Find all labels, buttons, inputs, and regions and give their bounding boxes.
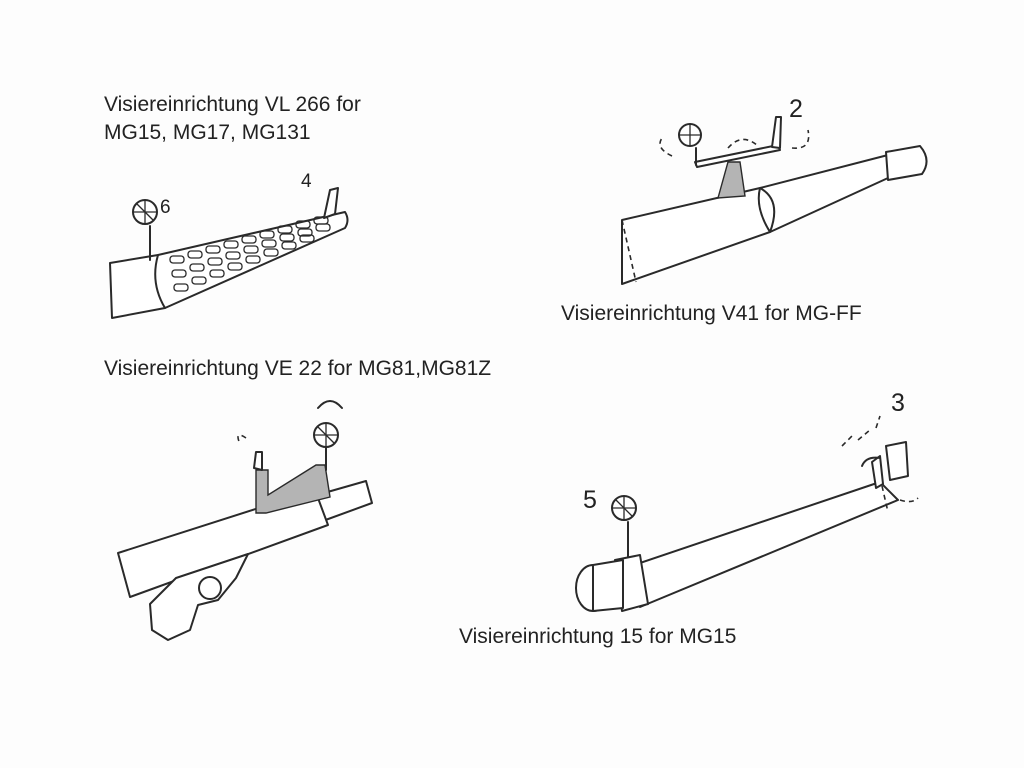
ve22-rotate-arrow-right [317, 400, 343, 409]
v41-fold-arrow-left [659, 137, 673, 157]
v41-caption: Visiereinrichtung V41 for MG-FF [561, 302, 862, 325]
part-number-5: 5 [583, 486, 597, 514]
part-number-4: 4 [301, 171, 312, 192]
ve22-drawing [117, 400, 373, 641]
mg15-caption: Visiereinrichtung 15 for MG15 [459, 625, 737, 648]
ve22-ring-sight [313, 422, 339, 471]
v41-sight-mount [717, 161, 746, 199]
v41-bead-sight-2 [771, 116, 782, 149]
vl266-ring-sight-6 [132, 199, 158, 261]
part-number-3: 3 [891, 389, 905, 417]
v41-receiver-collar [757, 187, 776, 233]
ve22-pistol-grip [149, 553, 249, 641]
v41-fold-arrow-mid [727, 138, 759, 149]
part-number-2: 2 [789, 95, 803, 123]
vl266-caption-line-1: Visiereinrichtung VL 266 for [104, 93, 361, 116]
mg15-barrel [627, 481, 899, 608]
vl266-cooling-holes [169, 216, 331, 292]
vl266-jacket-front-edge [154, 254, 166, 309]
mg15-rear-sight-3 [841, 415, 919, 513]
ve22-rear-post [253, 451, 263, 471]
vl266-bead-sight-4 [323, 187, 339, 219]
ve22-receiver [117, 489, 329, 598]
v41-cut-line [621, 219, 637, 283]
ve22-trigger-guard [198, 576, 222, 600]
v41-fold-arrow-right [791, 129, 810, 149]
v41-ring-sight [678, 123, 702, 166]
mg15-muzzle-body [592, 559, 624, 612]
ve22-rotate-arrow-left [237, 434, 247, 445]
v41-muzzle [885, 145, 928, 181]
vl266-caption-line-2: MG15, MG17, MG131 [104, 121, 311, 144]
mg15-drawing [575, 415, 919, 612]
vl266-drawing [109, 187, 349, 319]
v41-barrel [621, 154, 889, 285]
v41-drawing [621, 116, 928, 285]
ve22-caption: Visiereinrichtung VE 22 for MG81,MG81Z [104, 357, 492, 380]
part-number-6: 6 [160, 197, 171, 218]
mg15-ring-sight-5 [611, 495, 637, 558]
